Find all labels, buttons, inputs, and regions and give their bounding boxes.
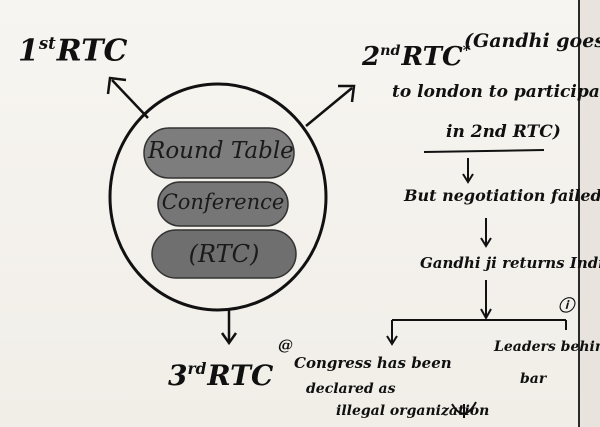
arrow-to-first-rtc bbox=[111, 79, 149, 119]
center-circle bbox=[108, 82, 328, 312]
center-label-line1: Round Table bbox=[148, 138, 294, 164]
bottom-left-marker: @ bbox=[278, 336, 293, 354]
blob-rtc bbox=[151, 229, 297, 279]
bottom-left-line2: declared as bbox=[306, 381, 396, 397]
arrow-to-second-rtc bbox=[305, 87, 353, 127]
page-edge bbox=[578, 0, 600, 427]
note-underline bbox=[423, 149, 545, 153]
first-rtc-label: 1stRTC bbox=[18, 33, 128, 69]
center-label-line2: Conference bbox=[161, 190, 285, 214]
blob-conference bbox=[157, 181, 289, 227]
center-label-line3: (RTC) bbox=[188, 240, 260, 268]
flow-step2: Gandhi ji returns India bbox=[420, 254, 600, 272]
bottom-left-line1: Congress has been bbox=[294, 354, 452, 372]
third-rtc-label: 3rdRTC bbox=[168, 359, 274, 392]
flow-step1: But negotiation failed bbox=[404, 186, 600, 205]
bottom-right-line1: Leaders behind bbox=[494, 339, 600, 355]
bottom-left-line3: illegal organization bbox=[336, 403, 490, 419]
second-rtc-label: 2ndRTC* bbox=[362, 42, 471, 72]
note-line3: in 2nd RTC) bbox=[446, 122, 561, 142]
blob-round-table bbox=[143, 127, 295, 179]
note-line2: to london to participate bbox=[392, 82, 600, 102]
bottom-right-mark: ⓘ bbox=[558, 296, 575, 315]
bottom-right-line2: bar bbox=[520, 371, 547, 387]
note-line1: (Gandhi goes bbox=[464, 30, 600, 52]
